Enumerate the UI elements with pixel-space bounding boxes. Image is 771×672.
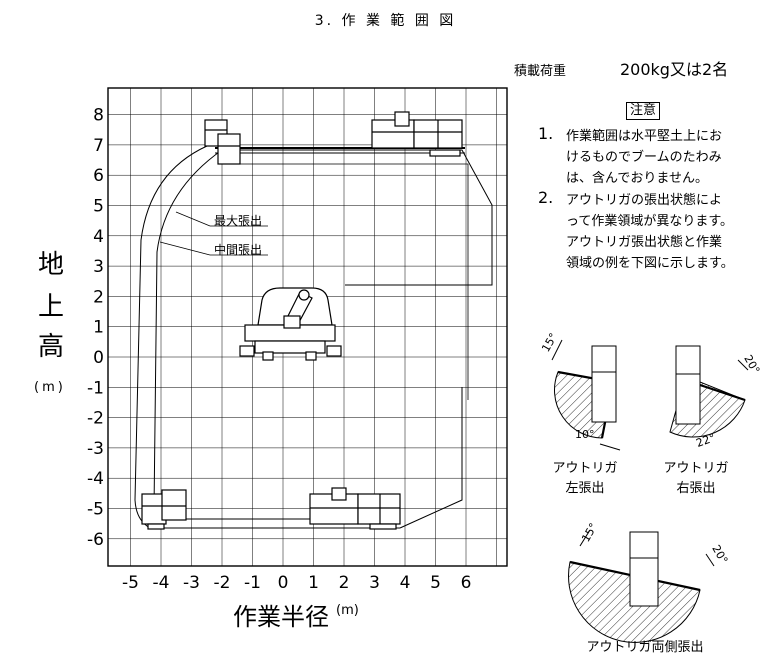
grid-frame bbox=[107, 87, 508, 567]
x-tick-label: -3 bbox=[183, 573, 200, 593]
outrigger-left-caption: アウトリガ 左張出 bbox=[545, 459, 625, 499]
y-tick-label: 1 bbox=[93, 318, 104, 338]
y-tick-label: -6 bbox=[87, 530, 104, 550]
y-tick-labels: 8 7 6 5 4 3 2 1 0 -1 -2 -3 -4 -5 -6 bbox=[87, 106, 104, 550]
outrigger-right-caption: アウトリガ 右張出 bbox=[656, 459, 736, 499]
mid-extension-label: 中間張出 bbox=[214, 243, 263, 257]
mid-extension-right-boundary bbox=[240, 163, 469, 400]
caption-line: アウトリガ bbox=[663, 461, 729, 476]
notice-2-number: 2. bbox=[538, 188, 554, 207]
y-axis-unit: (m) bbox=[34, 380, 66, 395]
x-tick-label: 4 bbox=[400, 573, 411, 593]
platform-basket-bottom-left bbox=[141, 489, 187, 530]
y-tick-label: -4 bbox=[87, 469, 104, 489]
y-tick-label: -1 bbox=[87, 378, 104, 398]
outrigger-right-diagram bbox=[669, 345, 749, 438]
x-tick-label: -5 bbox=[122, 573, 139, 593]
max-extension-label: 最大張出 bbox=[214, 214, 263, 228]
x-tick-label: 1 bbox=[308, 573, 319, 593]
max-extension-right-boundary bbox=[225, 149, 493, 286]
page-title: 3. 作 業 範 囲 図 bbox=[314, 13, 457, 29]
y-tick-label: 4 bbox=[93, 227, 104, 247]
y-tick-label: 7 bbox=[93, 136, 104, 156]
platform-basket-bottom-right bbox=[309, 487, 401, 530]
x-tick-label: 2 bbox=[339, 573, 350, 593]
notice-2-line: 領域の例を下図に示します。 bbox=[566, 256, 734, 271]
load-label: 積載荷重 bbox=[514, 64, 567, 79]
y-tick-label: 3 bbox=[93, 257, 104, 277]
x-tick-label: 6 bbox=[461, 573, 472, 593]
notice-1-line: けるものでブームのたわみ bbox=[566, 150, 722, 165]
y-tick-label: -2 bbox=[87, 409, 104, 429]
x-axis-unit: (m) bbox=[336, 603, 359, 618]
x-tick-label: -2 bbox=[214, 573, 231, 593]
notice-1: 作業範囲は水平堅土上にお けるものでブームのたわみ は、含んでおりません。 bbox=[566, 126, 722, 189]
x-tick-label: 5 bbox=[430, 573, 441, 593]
x-tick-label: -4 bbox=[153, 573, 170, 593]
caption-line: アウトリガ bbox=[552, 461, 618, 476]
y-tick-label: 8 bbox=[93, 106, 104, 126]
caption-line: 左張出 bbox=[565, 481, 605, 496]
notice-2-line: って作業領域が異なります。 bbox=[566, 214, 734, 229]
y-axis-title-3: 高 bbox=[38, 332, 65, 362]
outrigger-left-diagram bbox=[551, 339, 621, 451]
outrigger-both-caption: アウトリガ両側張出 bbox=[586, 640, 704, 655]
notice-2-line: アウトリガ張出状態と作業 bbox=[566, 235, 723, 250]
x-tick-label: 0 bbox=[278, 573, 289, 593]
y-axis-title-2: 上 bbox=[38, 292, 65, 322]
x-tick-label: -1 bbox=[244, 573, 261, 593]
x-axis-title: 作業半径 bbox=[233, 603, 329, 631]
caption-line: 右張出 bbox=[676, 481, 716, 496]
y-tick-label: -3 bbox=[87, 439, 104, 459]
notice-heading: 注意 bbox=[626, 102, 661, 120]
platform-basket-top-left bbox=[204, 119, 241, 165]
vehicle bbox=[239, 287, 342, 361]
notice-1-number: 1. bbox=[538, 124, 554, 143]
notice-2: アウトリガの張出状態によ って作業領域が異なります。 アウトリガ張出状態と作業 … bbox=[566, 190, 734, 274]
notice-1-line: 作業範囲は水平堅土上にお bbox=[566, 129, 723, 144]
y-tick-label: -5 bbox=[87, 500, 104, 520]
y-tick-label: 0 bbox=[93, 348, 104, 368]
notice-2-line: アウトリガの張出状態によ bbox=[566, 193, 723, 208]
max-extension-leader bbox=[175, 211, 211, 227]
max-extension-lower-boundary bbox=[399, 387, 463, 529]
y-tick-label: 5 bbox=[93, 197, 104, 217]
x-tick-label: 3 bbox=[369, 573, 380, 593]
load-value: 200kg又は2名 bbox=[620, 60, 729, 79]
outrigger-both-diagram bbox=[568, 529, 715, 643]
y-tick-label: 2 bbox=[93, 287, 104, 307]
notice-1-line: は、含んでおりません。 bbox=[566, 171, 708, 186]
y-tick-label: 6 bbox=[93, 166, 104, 186]
y-axis-title-1: 地 bbox=[38, 250, 65, 280]
left-angle-10: 10° bbox=[575, 428, 595, 441]
platform-basket-top-right bbox=[371, 111, 463, 157]
mid-extension-leader bbox=[159, 241, 211, 256]
